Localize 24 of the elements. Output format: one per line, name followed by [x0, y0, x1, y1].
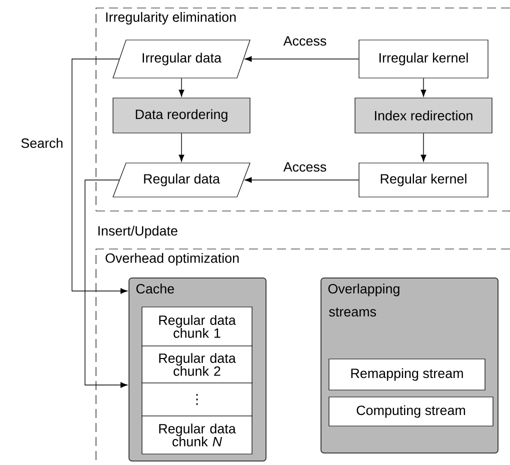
chunk-cell: Regular data chunk 2: [142, 346, 252, 384]
edge-label: Access: [282, 161, 328, 173]
arrow: [244, 56, 360, 62]
process-box: Regular kernel: [358, 162, 488, 198]
ellipsis-cell: ⋮: [142, 382, 252, 416]
process-box: Computing stream: [328, 396, 494, 426]
arrow: [244, 177, 360, 183]
data-parallelogram: Irregular data: [112, 40, 250, 78]
arrow: [178, 132, 184, 162]
data-parallelogram: Regular data: [112, 162, 250, 198]
arrow: [178, 78, 184, 97]
arrow: [420, 132, 426, 162]
chunk-cell: Regular data chunk N: [142, 416, 252, 454]
process-box: Index redirection: [354, 98, 492, 134]
edge-label: Access: [282, 35, 328, 47]
process-box: Irregular kernel: [358, 40, 488, 78]
process-box: Data reordering: [112, 98, 250, 134]
chunk-cell: Regular data chunk 1: [142, 306, 252, 346]
arrow: [420, 78, 426, 97]
arrow: [84, 180, 128, 388]
arrow: [72, 58, 128, 294]
edge-label: Search: [20, 137, 64, 149]
edge-label: Insert/Update: [96, 224, 179, 240]
process-box: Remapping stream: [328, 358, 486, 390]
